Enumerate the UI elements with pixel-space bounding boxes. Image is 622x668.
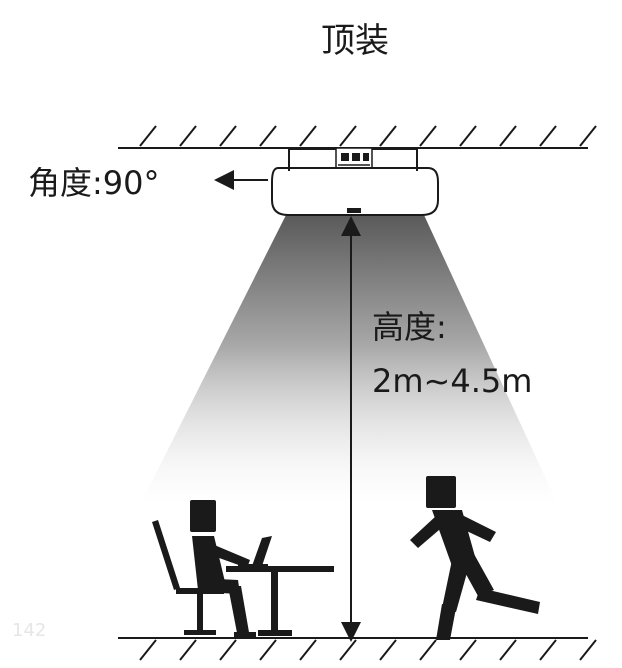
corner-mark: 142	[12, 620, 46, 641]
detection-beam	[140, 215, 558, 505]
floor	[118, 637, 597, 661]
ceiling-hatch-mark	[339, 125, 357, 147]
floor-hatch-mark	[459, 639, 477, 661]
ceiling-hatch-mark	[259, 125, 277, 147]
floor-hatch-mark	[299, 639, 317, 661]
floor-hatch-mark	[139, 639, 157, 661]
floor-hatch-mark	[379, 639, 397, 661]
angle-label: 角度:90°	[28, 164, 160, 202]
height-value: 2m~4.5m	[372, 362, 532, 400]
ceiling-hatch-mark	[539, 125, 557, 147]
ceiling-hatch-mark	[179, 125, 197, 147]
floor-hatch-mark	[339, 639, 357, 661]
floor-hatch-mark	[179, 639, 197, 661]
ceiling-hatch-mark	[219, 125, 237, 147]
ceiling-hatch-mark	[419, 125, 437, 147]
ceiling-hatch-mark	[379, 125, 397, 147]
running-person-icon	[410, 476, 540, 640]
ceiling-hatch-mark	[499, 125, 517, 147]
diagram-title: 顶装	[321, 21, 389, 61]
ceiling-sensor-icon	[271, 147, 439, 216]
person-at-desk-icon	[152, 500, 334, 638]
floor-hatch-mark	[539, 639, 557, 661]
ceiling-hatch-mark	[459, 125, 477, 147]
floor-hatch-mark	[419, 639, 437, 661]
ceiling-hatch-mark	[139, 125, 157, 147]
floor-hatch-mark	[499, 639, 517, 661]
floor-hatch-mark	[259, 639, 277, 661]
ceiling	[118, 125, 597, 149]
ceiling-hatch-mark	[579, 125, 597, 147]
floor-hatch-mark	[219, 639, 237, 661]
height-label: 高度:	[372, 308, 447, 346]
ceiling-hatch-mark	[299, 125, 317, 147]
floor-hatch-mark	[579, 639, 597, 661]
